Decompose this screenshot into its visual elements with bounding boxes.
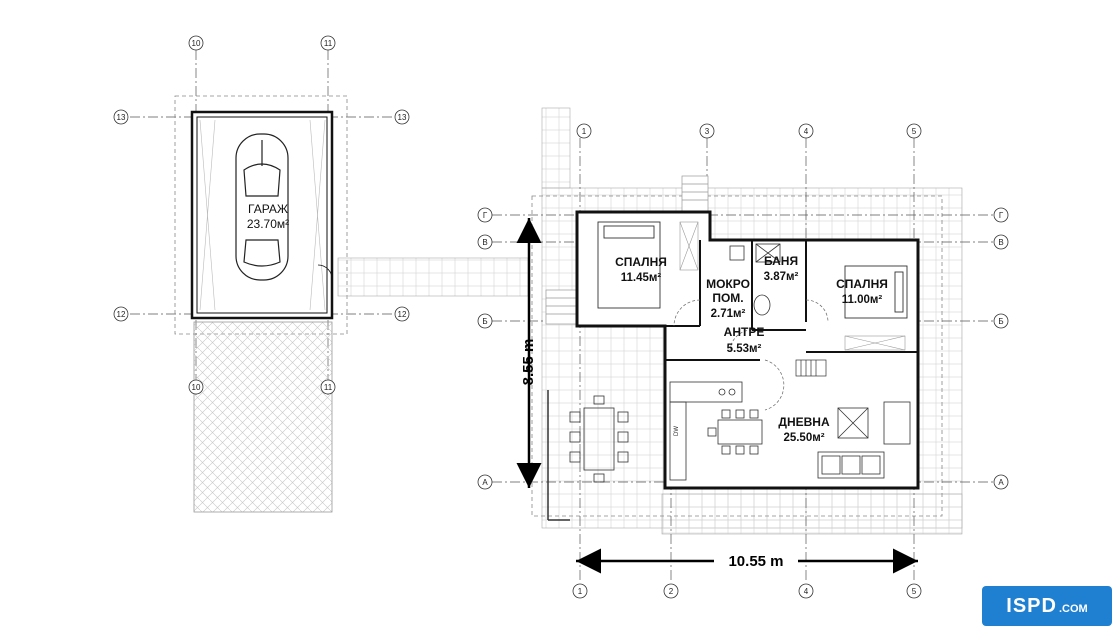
axis-label: 1 — [582, 127, 587, 136]
wetroom-name-line2: ПОМ. — [712, 291, 743, 305]
axis-label: 10 — [192, 39, 201, 48]
axis-label: 10 — [192, 383, 201, 392]
house-block: DW — [492, 107, 996, 582]
living-area: 25.50м² — [783, 432, 824, 444]
width-dimension-label: 10.55 m — [728, 553, 783, 570]
logo-suffix: .COM — [1058, 603, 1088, 615]
car-icon — [235, 133, 289, 281]
axis-label: 3 — [705, 127, 710, 136]
axis-label: 12 — [398, 310, 407, 319]
dining-table-icon — [707, 409, 763, 455]
bed-icon — [597, 221, 661, 309]
bathroom-area: 3.87м² — [764, 271, 799, 283]
garage-area: 23.70м² — [247, 217, 289, 231]
sofa-icon — [817, 401, 911, 479]
axis-label: 2 — [669, 587, 674, 596]
garage-block — [130, 50, 529, 513]
bedroom2-area: 11.00м² — [842, 294, 883, 306]
living-name: ДНЕВНА — [778, 415, 830, 429]
axis-label: 11 — [324, 383, 333, 392]
axis-label: Г — [483, 211, 488, 220]
bedroom1-name: СПАЛНЯ — [615, 255, 667, 269]
axis-label: В — [482, 238, 487, 247]
bathroom-name: БАНЯ — [764, 254, 798, 268]
depth-dimension-label: 8.55 m — [520, 339, 537, 386]
hall-name: АНТРЕ — [724, 325, 765, 339]
bathroom-fixtures-icon — [729, 243, 781, 316]
bedroom1-area: 11.45м² — [621, 272, 662, 284]
axis-label: 4 — [804, 587, 809, 596]
logo-main: ISPD — [1006, 594, 1057, 617]
width-dimension: 10.55 m — [576, 548, 918, 574]
wetroom-area: 2.71м² — [711, 308, 746, 320]
ispd-logo: ISPD .COM — [982, 586, 1112, 626]
axis-label: 12 — [117, 310, 126, 319]
house-axis-markers: 1 3 4 5 1 2 4 5 Г Г В В Б Б А А — [477, 123, 1009, 599]
axis-label: 5 — [912, 587, 917, 596]
garage-name: ГАРАЖ — [248, 202, 288, 216]
wetroom-name-line1: МОКРО — [706, 277, 750, 291]
depth-dimension: 8.55 m — [516, 218, 542, 488]
axis-label: Г — [999, 211, 1004, 220]
axis-label: Б — [482, 317, 487, 326]
walkway-tiles — [337, 257, 529, 297]
dishwasher-label: DW — [674, 426, 680, 436]
axis-label: 5 — [912, 127, 917, 136]
kitchen-counter — [669, 381, 743, 481]
axis-label: А — [482, 478, 488, 487]
axis-label: А — [998, 478, 1004, 487]
axis-label: Б — [998, 317, 1003, 326]
bed-icon — [844, 265, 908, 319]
hall-area: 5.53м² — [727, 343, 762, 355]
garage-axis-markers: 10 11 10 11 13 13 12 12 — [113, 35, 410, 395]
axis-label: 13 — [117, 113, 126, 122]
axis-label: 4 — [804, 127, 809, 136]
driveway-paving — [193, 321, 333, 513]
axis-label: 1 — [578, 587, 583, 596]
axis-label: 13 — [398, 113, 407, 122]
bedroom2-name: СПАЛНЯ — [836, 277, 888, 291]
axis-label: В — [998, 238, 1003, 247]
axis-label: 11 — [324, 39, 333, 48]
outdoor-table-icon — [569, 395, 629, 483]
